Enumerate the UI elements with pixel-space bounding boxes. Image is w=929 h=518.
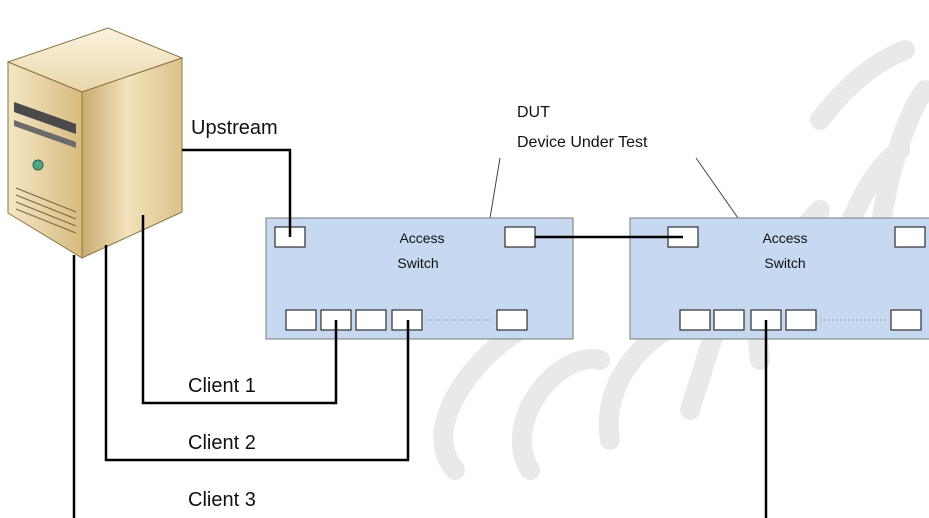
dut-callout-right xyxy=(696,158,738,218)
server-tower-icon xyxy=(8,28,182,258)
dut-title: DUT xyxy=(517,104,550,121)
client-1-label: Client 1 xyxy=(188,375,256,397)
switch-1-port-uplink xyxy=(505,227,535,247)
switch-2-label-line1: Access xyxy=(762,230,807,246)
switch-2-port-1 xyxy=(680,310,710,330)
switch-2-port-right xyxy=(895,227,925,247)
switch-2-port-2 xyxy=(714,310,744,330)
access-switch-1: Access Switch xyxy=(266,218,573,339)
switch-2-port-last xyxy=(891,310,921,330)
dut-subtitle: Device Under Test xyxy=(517,134,648,151)
switch-1-port-3 xyxy=(356,310,386,330)
switch-1-label-line2: Switch xyxy=(397,255,438,271)
switch-1-port-1 xyxy=(286,310,316,330)
switch-2-label-line2: Switch xyxy=(764,255,805,271)
switch-2-port-4 xyxy=(786,310,816,330)
dut-callout-left xyxy=(490,158,500,218)
client-2-label: Client 2 xyxy=(188,432,256,454)
switch-1-label-line1: Access xyxy=(399,230,444,246)
switch-1-port-last xyxy=(497,310,527,330)
client-3-label: Client 3 xyxy=(188,489,256,511)
upstream-label: Upstream xyxy=(191,117,278,139)
